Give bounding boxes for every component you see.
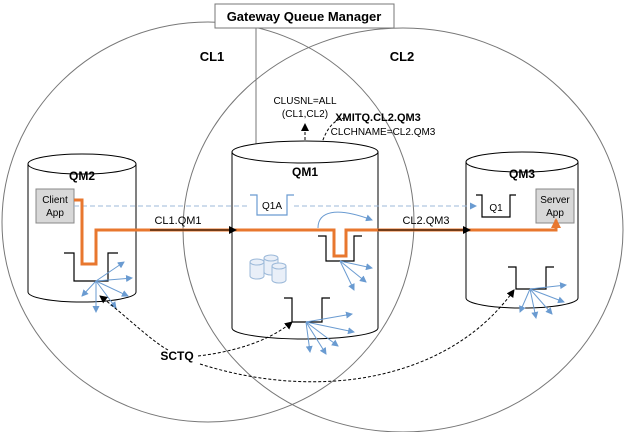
clusnl-clusters-label: (CL1,CL2)	[282, 109, 328, 120]
qm3-label: QM3	[509, 167, 535, 181]
gateway-label-box	[214, 3, 395, 29]
sctq-label: SCTQ	[160, 349, 193, 363]
qm1-xmitq-flows	[317, 211, 373, 291]
cluster-cl1-boundary	[1, 21, 415, 423]
clchname-label: CLCHNAME=CL2.QM3	[331, 127, 436, 138]
q1a-label: Q1A	[262, 201, 282, 212]
client-app-label-line2: App	[46, 208, 64, 219]
server-app-label-line1: Server	[540, 195, 570, 206]
xmitq-label: XMITQ.CL2.QM3	[335, 112, 421, 124]
qm2-label: QM2	[69, 169, 95, 183]
channel-cl2-qm3-label: CL2.QM3	[402, 215, 449, 227]
qm2-transmission-queue	[64, 252, 118, 282]
qm1-cylinder	[231, 140, 379, 340]
server-app-box	[535, 188, 575, 224]
sctq-pointer-qm2	[99, 295, 169, 351]
server-app-label-line2: App	[546, 208, 564, 219]
q1a-queue	[250, 194, 294, 216]
q1-label: Q1	[489, 203, 503, 214]
qm3-sctq-flows	[519, 282, 567, 319]
qm2-cluster-channel-flows	[81, 261, 133, 313]
client-app-label-line1: Client	[42, 195, 68, 206]
sctq-pointer-qm3	[199, 289, 515, 383]
sctq-pointer-qm1	[197, 321, 293, 357]
clusnl-label: CLUSNL=ALL	[273, 96, 337, 107]
database-icon	[249, 254, 287, 284]
qm1-sctq-flows	[305, 311, 355, 355]
channel-cl1-qm1-label: CL1.QM1	[154, 215, 201, 227]
q1-queue	[476, 194, 516, 218]
gateway-label: Gateway Queue Manager	[227, 9, 382, 24]
cluster-cl2-label: CL2	[390, 49, 415, 64]
qm1-label: QM1	[292, 165, 318, 179]
cluster-cl1-label: CL1	[200, 49, 225, 64]
